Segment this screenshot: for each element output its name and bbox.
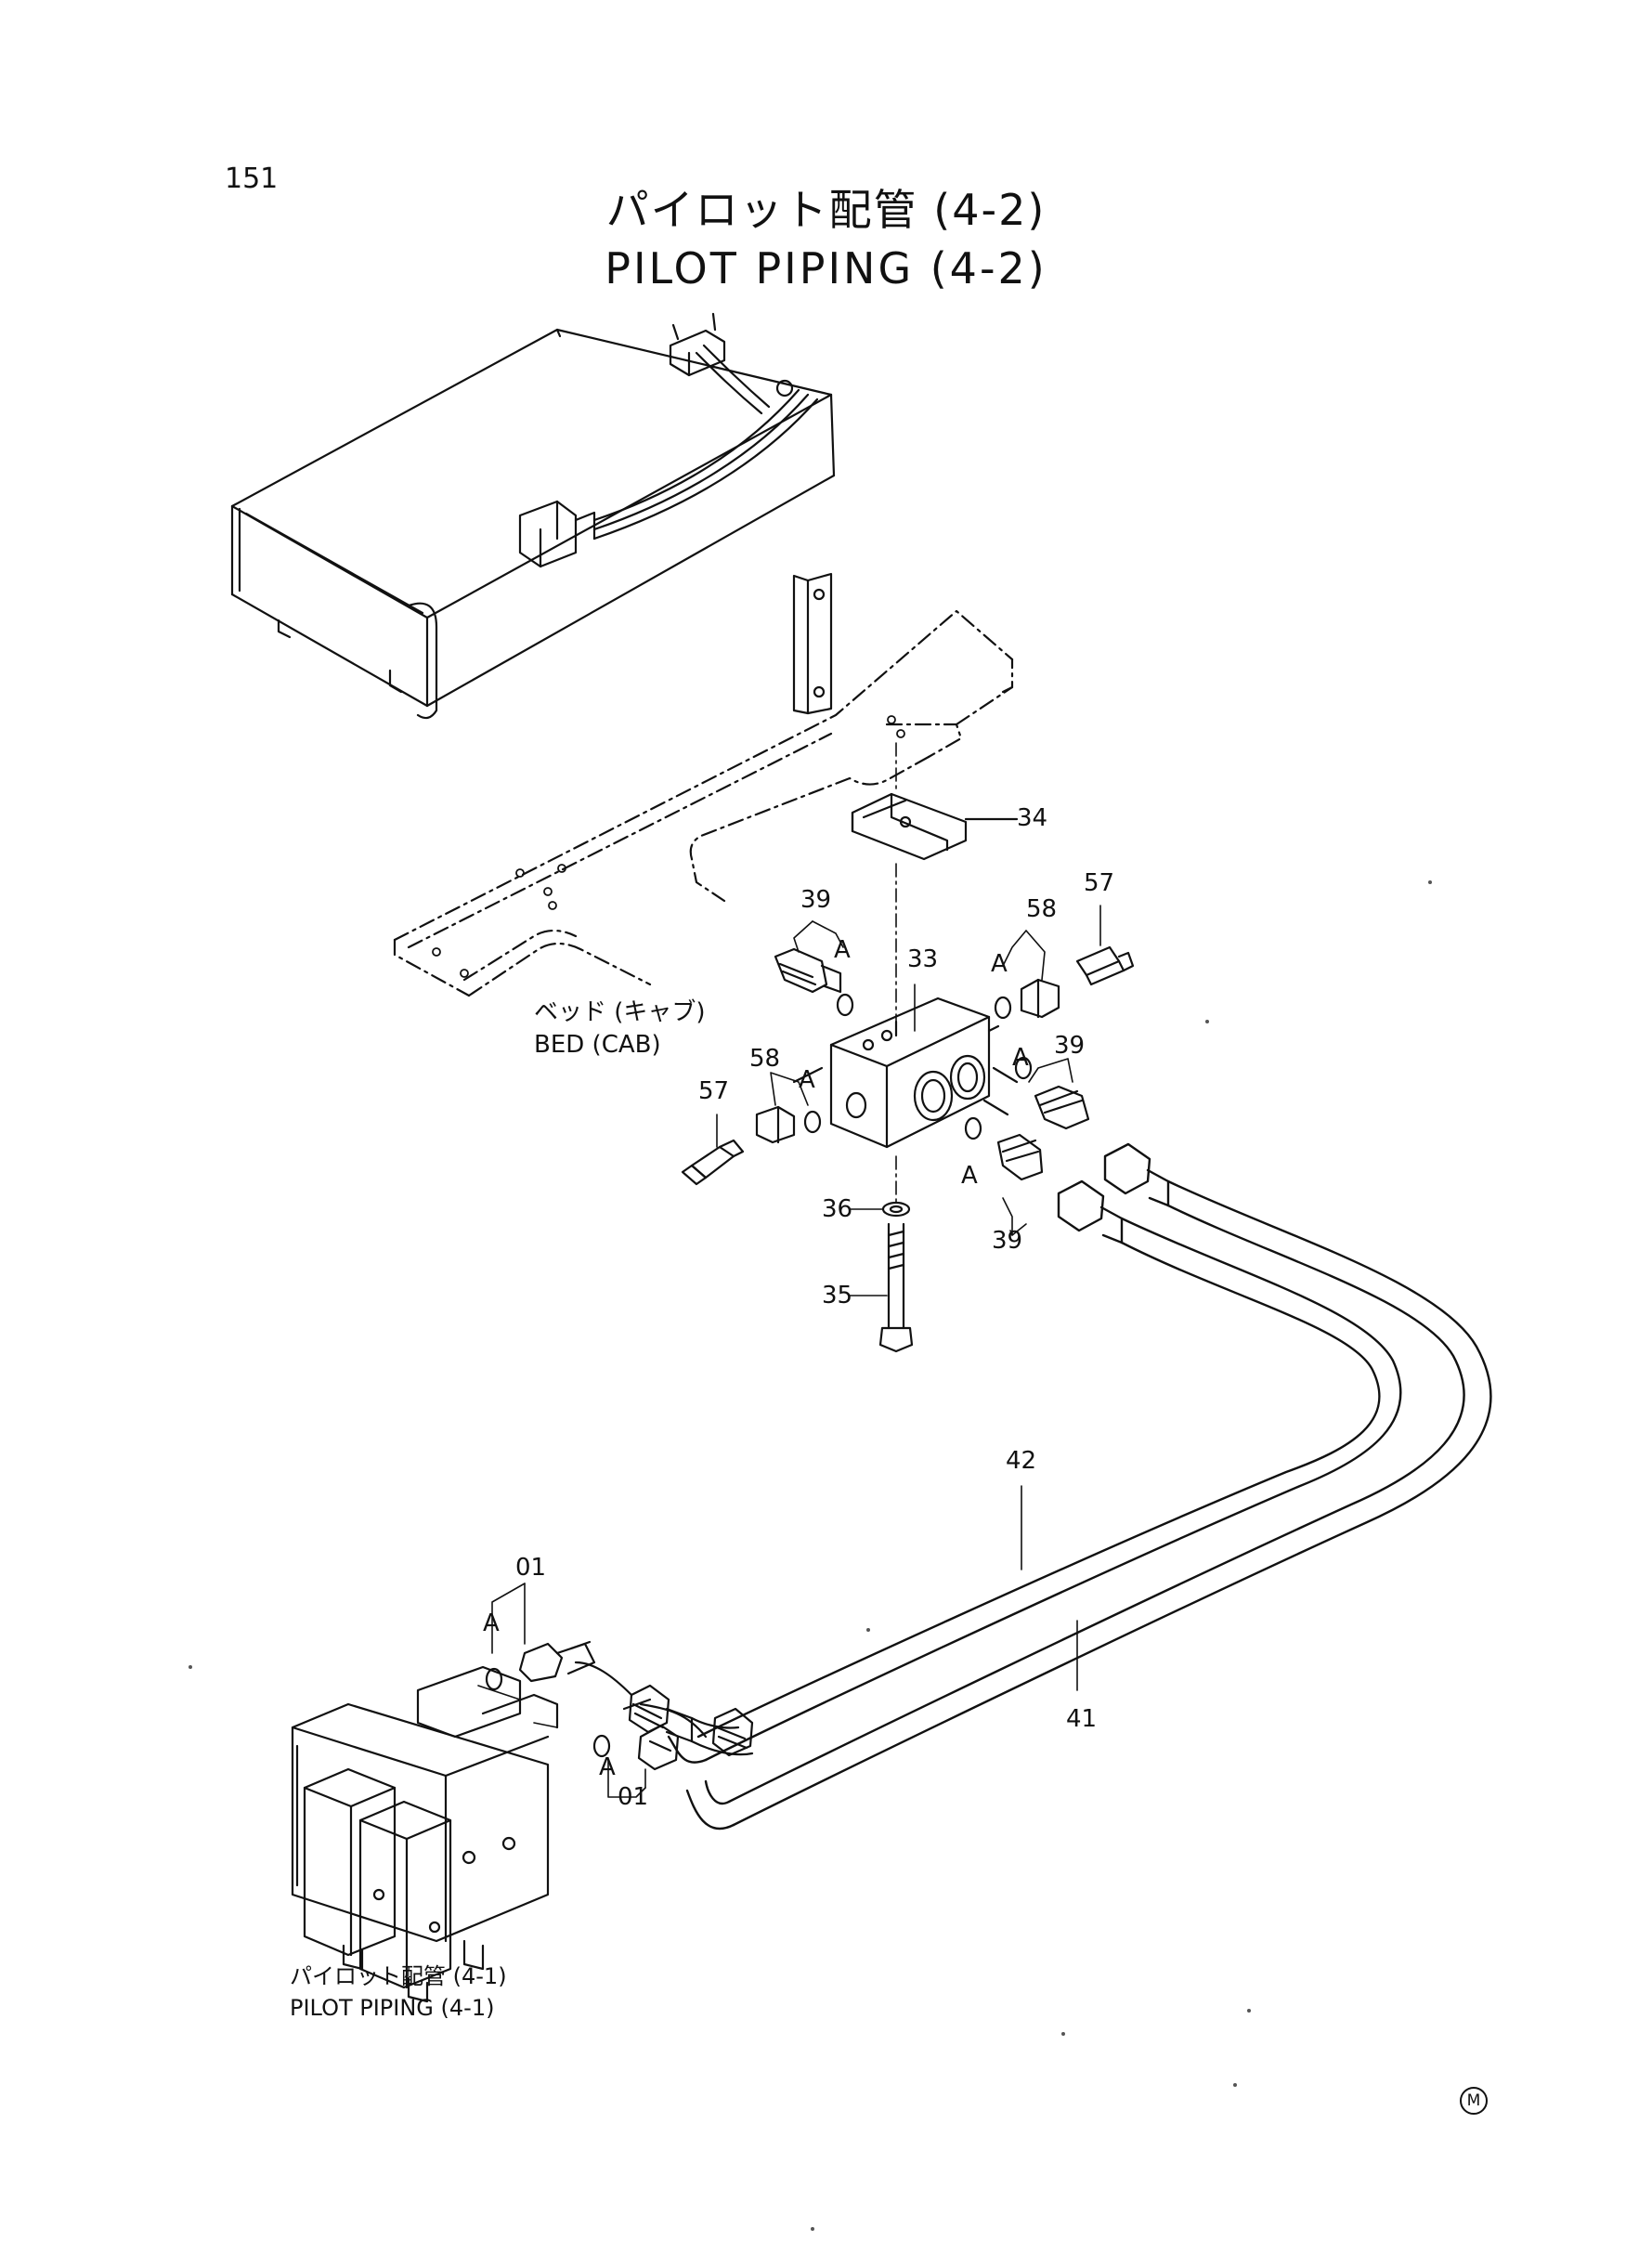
bed-holes [432,715,905,978]
fitting-57-top [1075,945,1135,986]
o-ring-marker: A [799,1066,815,1094]
elbow-fittings [518,1640,754,1771]
cab-box [230,312,836,720]
pilot-valve [291,1665,559,2003]
callout-36: 36 [822,1195,853,1223]
callout-39-bottom: 39 [992,1227,1023,1255]
callout-39-right: 39 [1054,1032,1086,1060]
fitting-58-top [1020,978,1060,1019]
fitting-39-bottom [996,1133,1044,1181]
title-english: PILOT PIPING (4-2) [605,243,1047,293]
callout-39-top: 39 [800,886,832,914]
callout-57-left: 57 [698,1077,730,1105]
hose-pair [667,1142,1492,1831]
callout-57-top: 57 [1084,869,1115,897]
callout-01-top: 01 [515,1554,547,1582]
o-ring-marker: A [834,936,851,964]
manifold-block [792,997,1019,1149]
page-number: 151 [225,163,279,195]
callout-58-left: 58 [749,1045,781,1073]
callout-41: 41 [1066,1705,1098,1733]
clamp-bracket [851,792,1019,861]
bolt [878,1201,914,1353]
bed-label-english: BED (CAB) [534,1031,661,1059]
o-ring-marker: A [599,1753,616,1781]
bracket-strip [792,572,833,715]
fitting-58-left [755,1105,796,1144]
bed-frame [393,609,1014,997]
fitting-39-top [774,947,842,994]
o-ring-marker: A [1012,1044,1029,1072]
o-ring-marker: A [991,950,1008,978]
bed-label-japanese: ベッド (キャブ) [534,998,706,1026]
reference-label-japanese: パイロット配管 (4-1) [290,1963,507,1989]
fitting-39-right [1034,1085,1090,1130]
callout-33: 33 [907,945,939,973]
corner-m-mark: M [1460,2087,1488,2115]
callout-34: 34 [1017,804,1048,832]
o-ring-marker: A [961,1162,978,1190]
fitting-57-left [681,1139,745,1186]
title-japanese: パイロット配管 (4-2) [605,185,1047,235]
callout-35: 35 [822,1282,853,1309]
callout-01-bottom: 01 [618,1783,649,1811]
reference-label-english: PILOT PIPING (4-1) [290,1995,495,2021]
callout-42: 42 [1006,1447,1037,1475]
o-ring-marker: A [483,1609,500,1637]
callout-58-top: 58 [1026,895,1058,923]
